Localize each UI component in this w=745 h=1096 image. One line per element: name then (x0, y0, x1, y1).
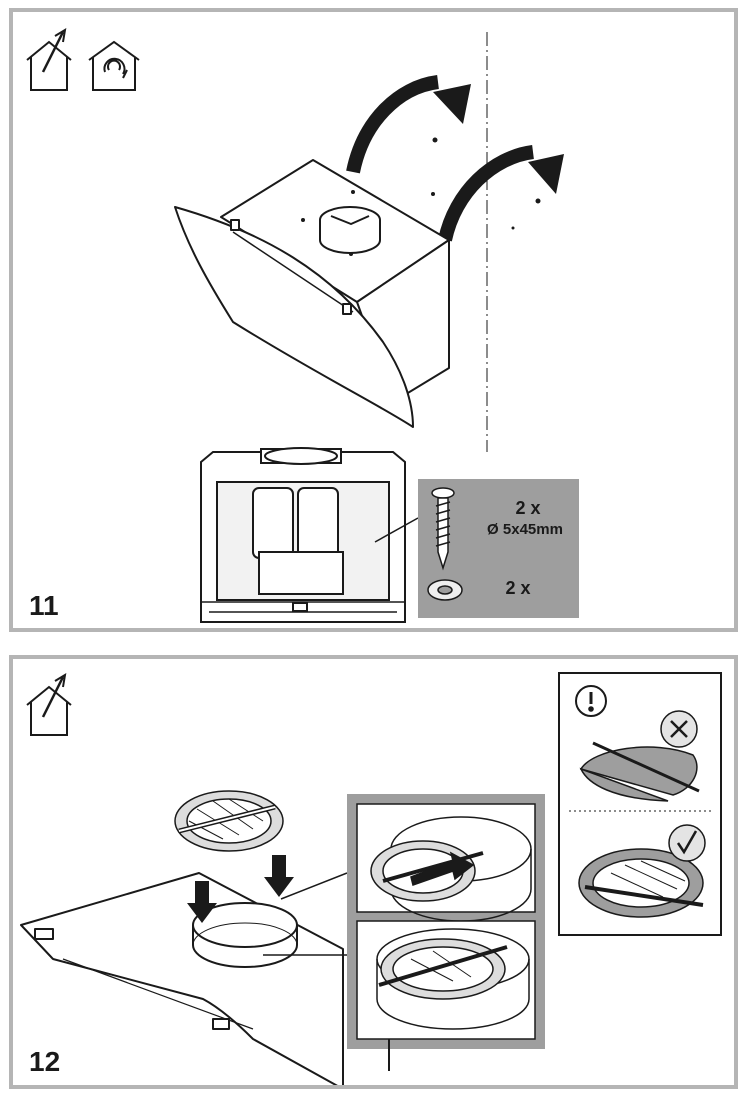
house-exhaust-icon (26, 673, 72, 736)
correct-filter-illustration (578, 848, 704, 918)
house-recirculation-icon (88, 40, 140, 91)
rotation-arrow-left (346, 75, 471, 174)
hood-top-plate (20, 872, 344, 1085)
zoom-detail-lower (356, 920, 536, 1040)
wrong-filter-illustration (579, 741, 700, 802)
step-number: 12 (29, 1046, 61, 1077)
house-exhaust-icon (26, 28, 72, 91)
zoom-detail-upper (356, 803, 536, 922)
hood-front-view (200, 447, 406, 623)
step-12-panel: 12 (9, 655, 738, 1089)
step-12-illustration (20, 672, 722, 1085)
hood-isometric (174, 159, 450, 428)
washer-icon (427, 579, 463, 601)
step-11-illustration (26, 28, 579, 623)
warning-icon (575, 685, 607, 717)
washer-quantity: 2 x (505, 578, 531, 598)
check-icon (668, 824, 706, 862)
down-arrow-right (264, 855, 294, 897)
screw-quantity: 2 x (515, 498, 541, 518)
callout-line (374, 517, 419, 543)
carbon-filter-pair (174, 790, 284, 852)
screw-icon (431, 487, 455, 571)
step-number: 11 (29, 590, 59, 621)
step-11-panel: 2 x Ø 5x45mm 2 x 11 (9, 8, 738, 632)
cross-icon (660, 710, 698, 748)
screw-spec: Ø 5x45mm (487, 521, 563, 538)
down-arrow-left (187, 881, 217, 923)
rotation-arrow-right (438, 145, 564, 242)
